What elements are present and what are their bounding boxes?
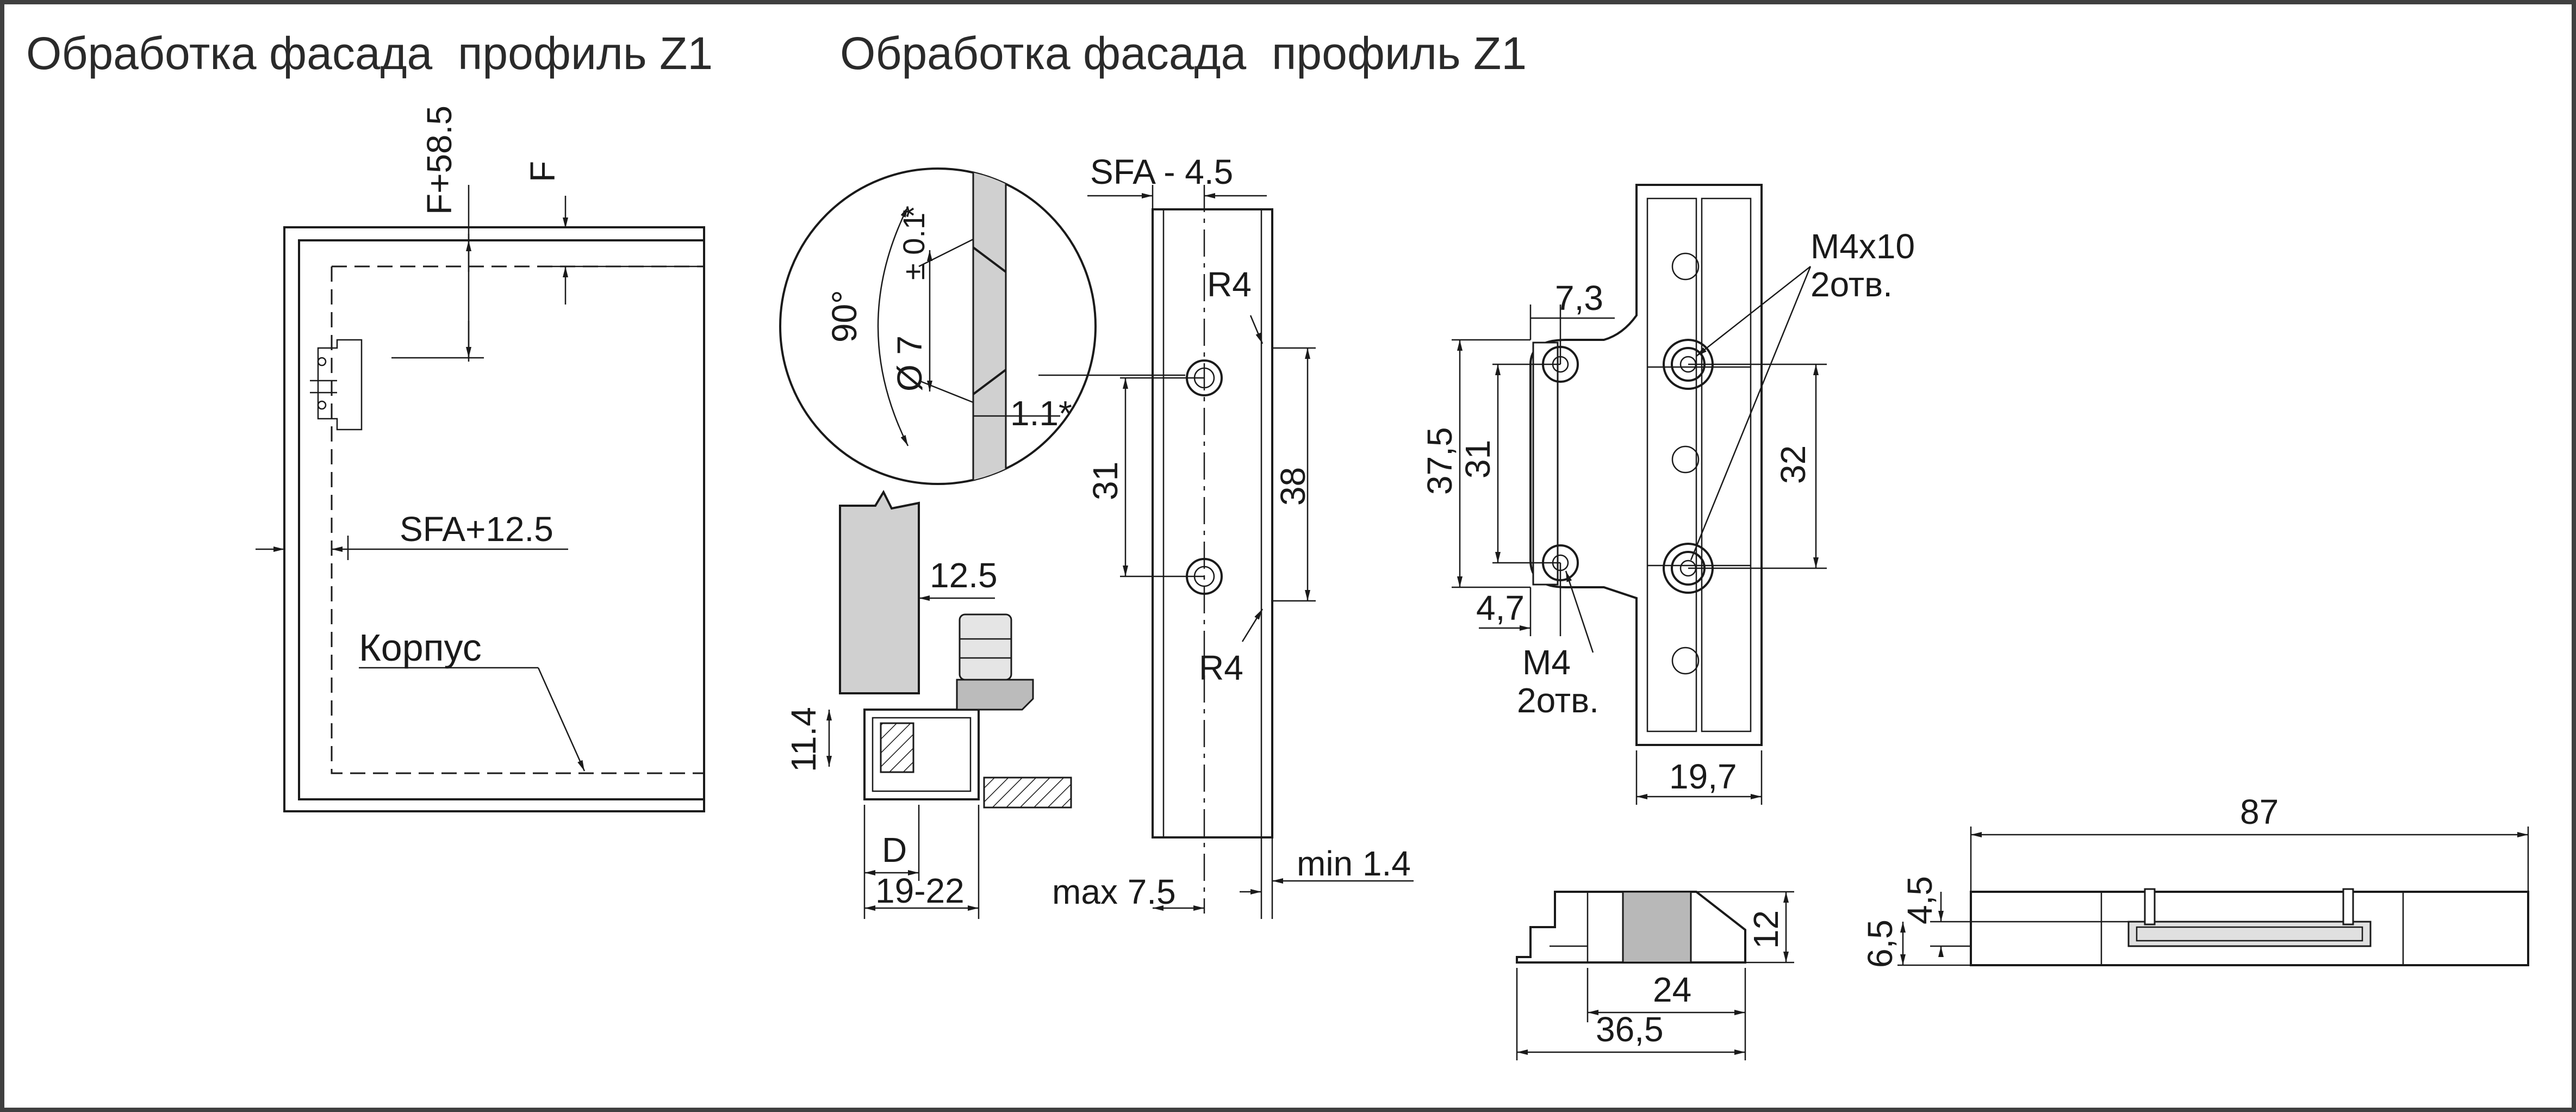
dim-19-22: 19-22 bbox=[875, 871, 965, 910]
label-m4: M4 bbox=[1522, 643, 1571, 682]
dim-sfa-plus-12-5: SFA+12.5 bbox=[400, 510, 553, 549]
dim-19-7: 19,7 bbox=[1669, 757, 1737, 796]
dim-37-5: 37,5 bbox=[1420, 427, 1459, 495]
detail-tolerance: ± 0.1 bbox=[897, 213, 931, 280]
dim-24: 24 bbox=[1653, 970, 1691, 1009]
section-cabinet-wall bbox=[839, 489, 920, 694]
dim-36-5: 36,5 bbox=[1596, 1010, 1664, 1049]
title-left: Обработка фасада профиль Z1 bbox=[26, 28, 713, 79]
detail-angle: 90° bbox=[825, 290, 864, 343]
dim-32: 32 bbox=[1774, 445, 1813, 484]
r4-top: R4 bbox=[1207, 265, 1252, 304]
section-hinge-cup bbox=[959, 613, 1012, 681]
dim-31-plate: 31 bbox=[1458, 440, 1497, 479]
label-holes-bottom: 2отв. bbox=[1517, 681, 1599, 720]
front-panel-inner bbox=[298, 239, 705, 800]
dim-12-5: 12.5 bbox=[930, 556, 998, 595]
dim-f: F bbox=[523, 161, 562, 182]
dim-12: 12 bbox=[1746, 910, 1785, 949]
profile-body bbox=[1152, 208, 1273, 838]
dim-7-3: 7,3 bbox=[1555, 278, 1603, 318]
hinge-symbol bbox=[310, 339, 363, 431]
label-m4x10: M4x10 bbox=[1810, 227, 1915, 266]
dim-f-plus-58-5: F+58.5 bbox=[420, 105, 459, 215]
dim-sfa-minus-4-5: SFA - 4.5 bbox=[1090, 152, 1233, 191]
profile-front-view: SFA - 4.5 31 38 R4 R4 max 7.5 min 1.4 bbox=[1052, 152, 1414, 919]
dim-31-profile: 31 bbox=[1086, 462, 1125, 500]
dim-min-1-4: min 1.4 bbox=[1297, 844, 1411, 883]
side-view: 12 24 36,5 bbox=[1516, 891, 1794, 1060]
detail-diameter: Ø 7 bbox=[890, 336, 929, 392]
r4-bottom: R4 bbox=[1199, 648, 1243, 687]
label-holes-top: 2отв. bbox=[1810, 265, 1893, 304]
front-view: F+58.5 F SFA+12.5 Корпус bbox=[256, 105, 705, 812]
detail-circle: 90° Ø 7 ± 0.1 * 1.1* bbox=[779, 167, 1185, 485]
hinge-plate-outline bbox=[1529, 184, 1763, 746]
dim-4-5: 4,5 bbox=[1900, 876, 1939, 924]
long-body bbox=[1970, 891, 2529, 966]
dim-max-7-5: max 7.5 bbox=[1052, 872, 1176, 911]
detail-circle-outline bbox=[779, 167, 1097, 485]
dim-11-4: 11.4 bbox=[784, 707, 823, 772]
hinge-plate-view: 7,3 37,5 31 32 4,7 M4x10 2отв. M4 2отв. bbox=[1420, 184, 1915, 805]
section-glass bbox=[983, 776, 1072, 809]
dim-87: 87 bbox=[2240, 792, 2279, 831]
dim-d: D bbox=[882, 830, 907, 869]
dim-6-5: 6,5 bbox=[1861, 920, 1900, 968]
section-view: 12.5 11.4 D 19-22 bbox=[784, 489, 1072, 919]
title-middle: Обработка фасада профиль Z1 bbox=[840, 28, 1527, 79]
long-view: 87 4,5 6,5 bbox=[1861, 792, 2529, 968]
dim-4-7: 4,7 bbox=[1476, 588, 1525, 628]
label-korpus: Корпус bbox=[359, 626, 482, 669]
dim-38-profile: 38 bbox=[1273, 467, 1312, 506]
detail-depth: 1.1* bbox=[1010, 394, 1072, 433]
detail-star: * bbox=[897, 206, 931, 218]
